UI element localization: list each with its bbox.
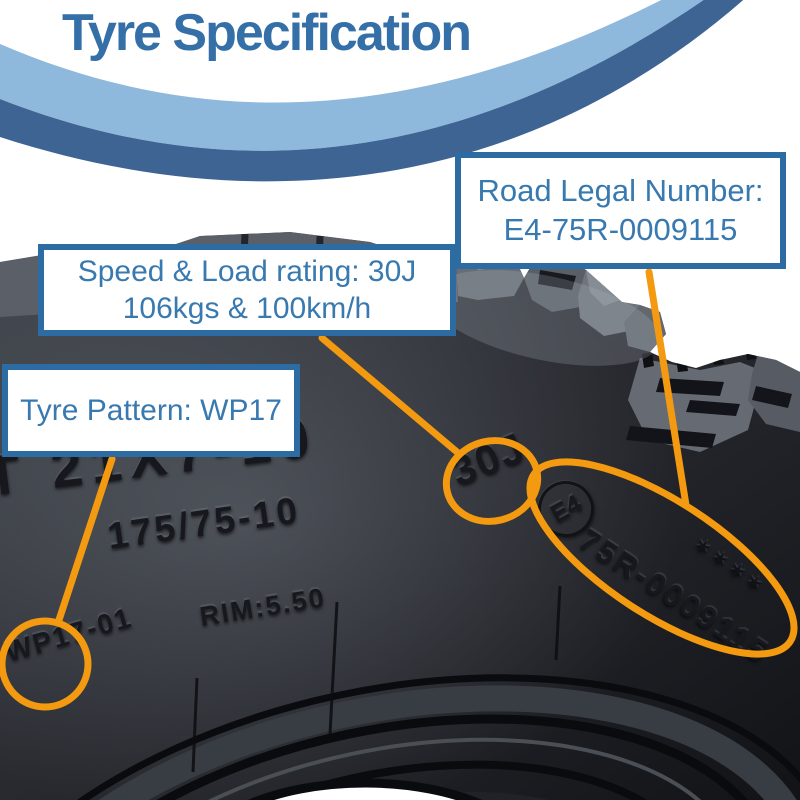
header-swoosh (0, 0, 744, 182)
bead-ridges (0, 674, 800, 800)
page-title: Tyre Specification (62, 4, 472, 62)
marking-e-mark-text: E4 (545, 489, 586, 529)
callout-road-legal-line2: E4-75R-0009115 (503, 211, 738, 247)
callout-road-legal-line1: Road Legal Number: (477, 172, 764, 208)
callout-speed-load-rating: Speed & Load rating: 30J 106kgs & 100km/… (38, 244, 456, 336)
callout-tyre-pattern-label: Tyre Pattern: WP17 (20, 393, 282, 427)
callout-tyre-pattern: Tyre Pattern: WP17 (2, 364, 300, 457)
callout-speed-load-line1: Speed & Load rating: 30J (77, 254, 417, 288)
tyre-centre-hole (247, 778, 483, 800)
callout-speed-load-line2: 106kgs & 100km/h (122, 292, 372, 325)
callout-road-legal-number: Road Legal Number: E4-75R-0009115 (455, 152, 786, 269)
